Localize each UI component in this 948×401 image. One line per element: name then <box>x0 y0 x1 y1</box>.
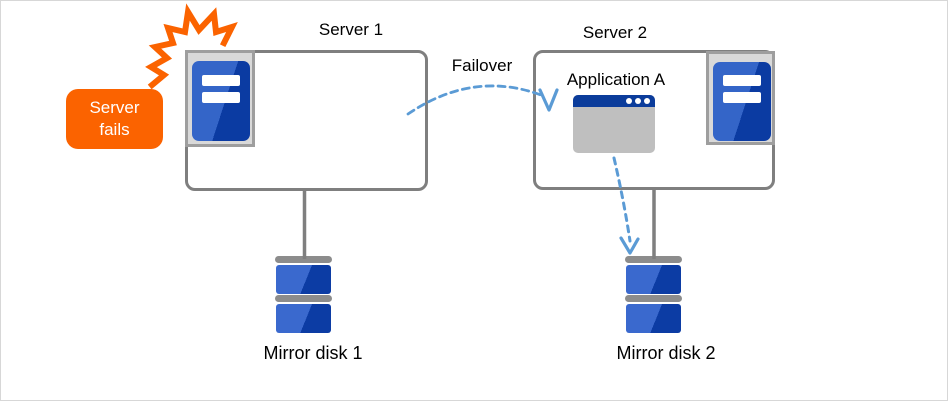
server-slot <box>723 75 761 86</box>
server-slot <box>723 92 761 103</box>
app-to-disk-arrowhead <box>619 236 640 255</box>
server-slot <box>202 75 240 86</box>
window-dot <box>644 98 650 104</box>
server-tower-body <box>713 62 771 141</box>
disk-platter <box>626 265 681 294</box>
window-dot <box>626 98 632 104</box>
server-tower-icon <box>185 50 255 147</box>
server-tower-icon <box>706 51 775 145</box>
disk-bar <box>625 295 682 302</box>
server-tower-body <box>192 61 250 141</box>
application-window-icon <box>573 95 655 153</box>
disk-platter <box>276 265 331 294</box>
disk-platter <box>276 304 331 333</box>
disk-bar <box>275 295 332 302</box>
mirror-disk1-label: Mirror disk 1 <box>263 343 363 363</box>
server1-label: Server 1 <box>318 20 384 39</box>
failover-label: Failover <box>451 56 513 75</box>
disk-bar <box>275 256 332 263</box>
window-dot <box>635 98 641 104</box>
server2-label: Server 2 <box>582 23 648 42</box>
server-slot <box>202 92 240 103</box>
disk-platter <box>626 304 681 333</box>
window-titlebar <box>573 95 655 107</box>
disk-bar <box>625 256 682 263</box>
application-label: Application A <box>566 70 666 89</box>
mirror-disk2-label: Mirror disk 2 <box>616 343 716 363</box>
server-fails-callout: Server fails <box>66 89 163 149</box>
